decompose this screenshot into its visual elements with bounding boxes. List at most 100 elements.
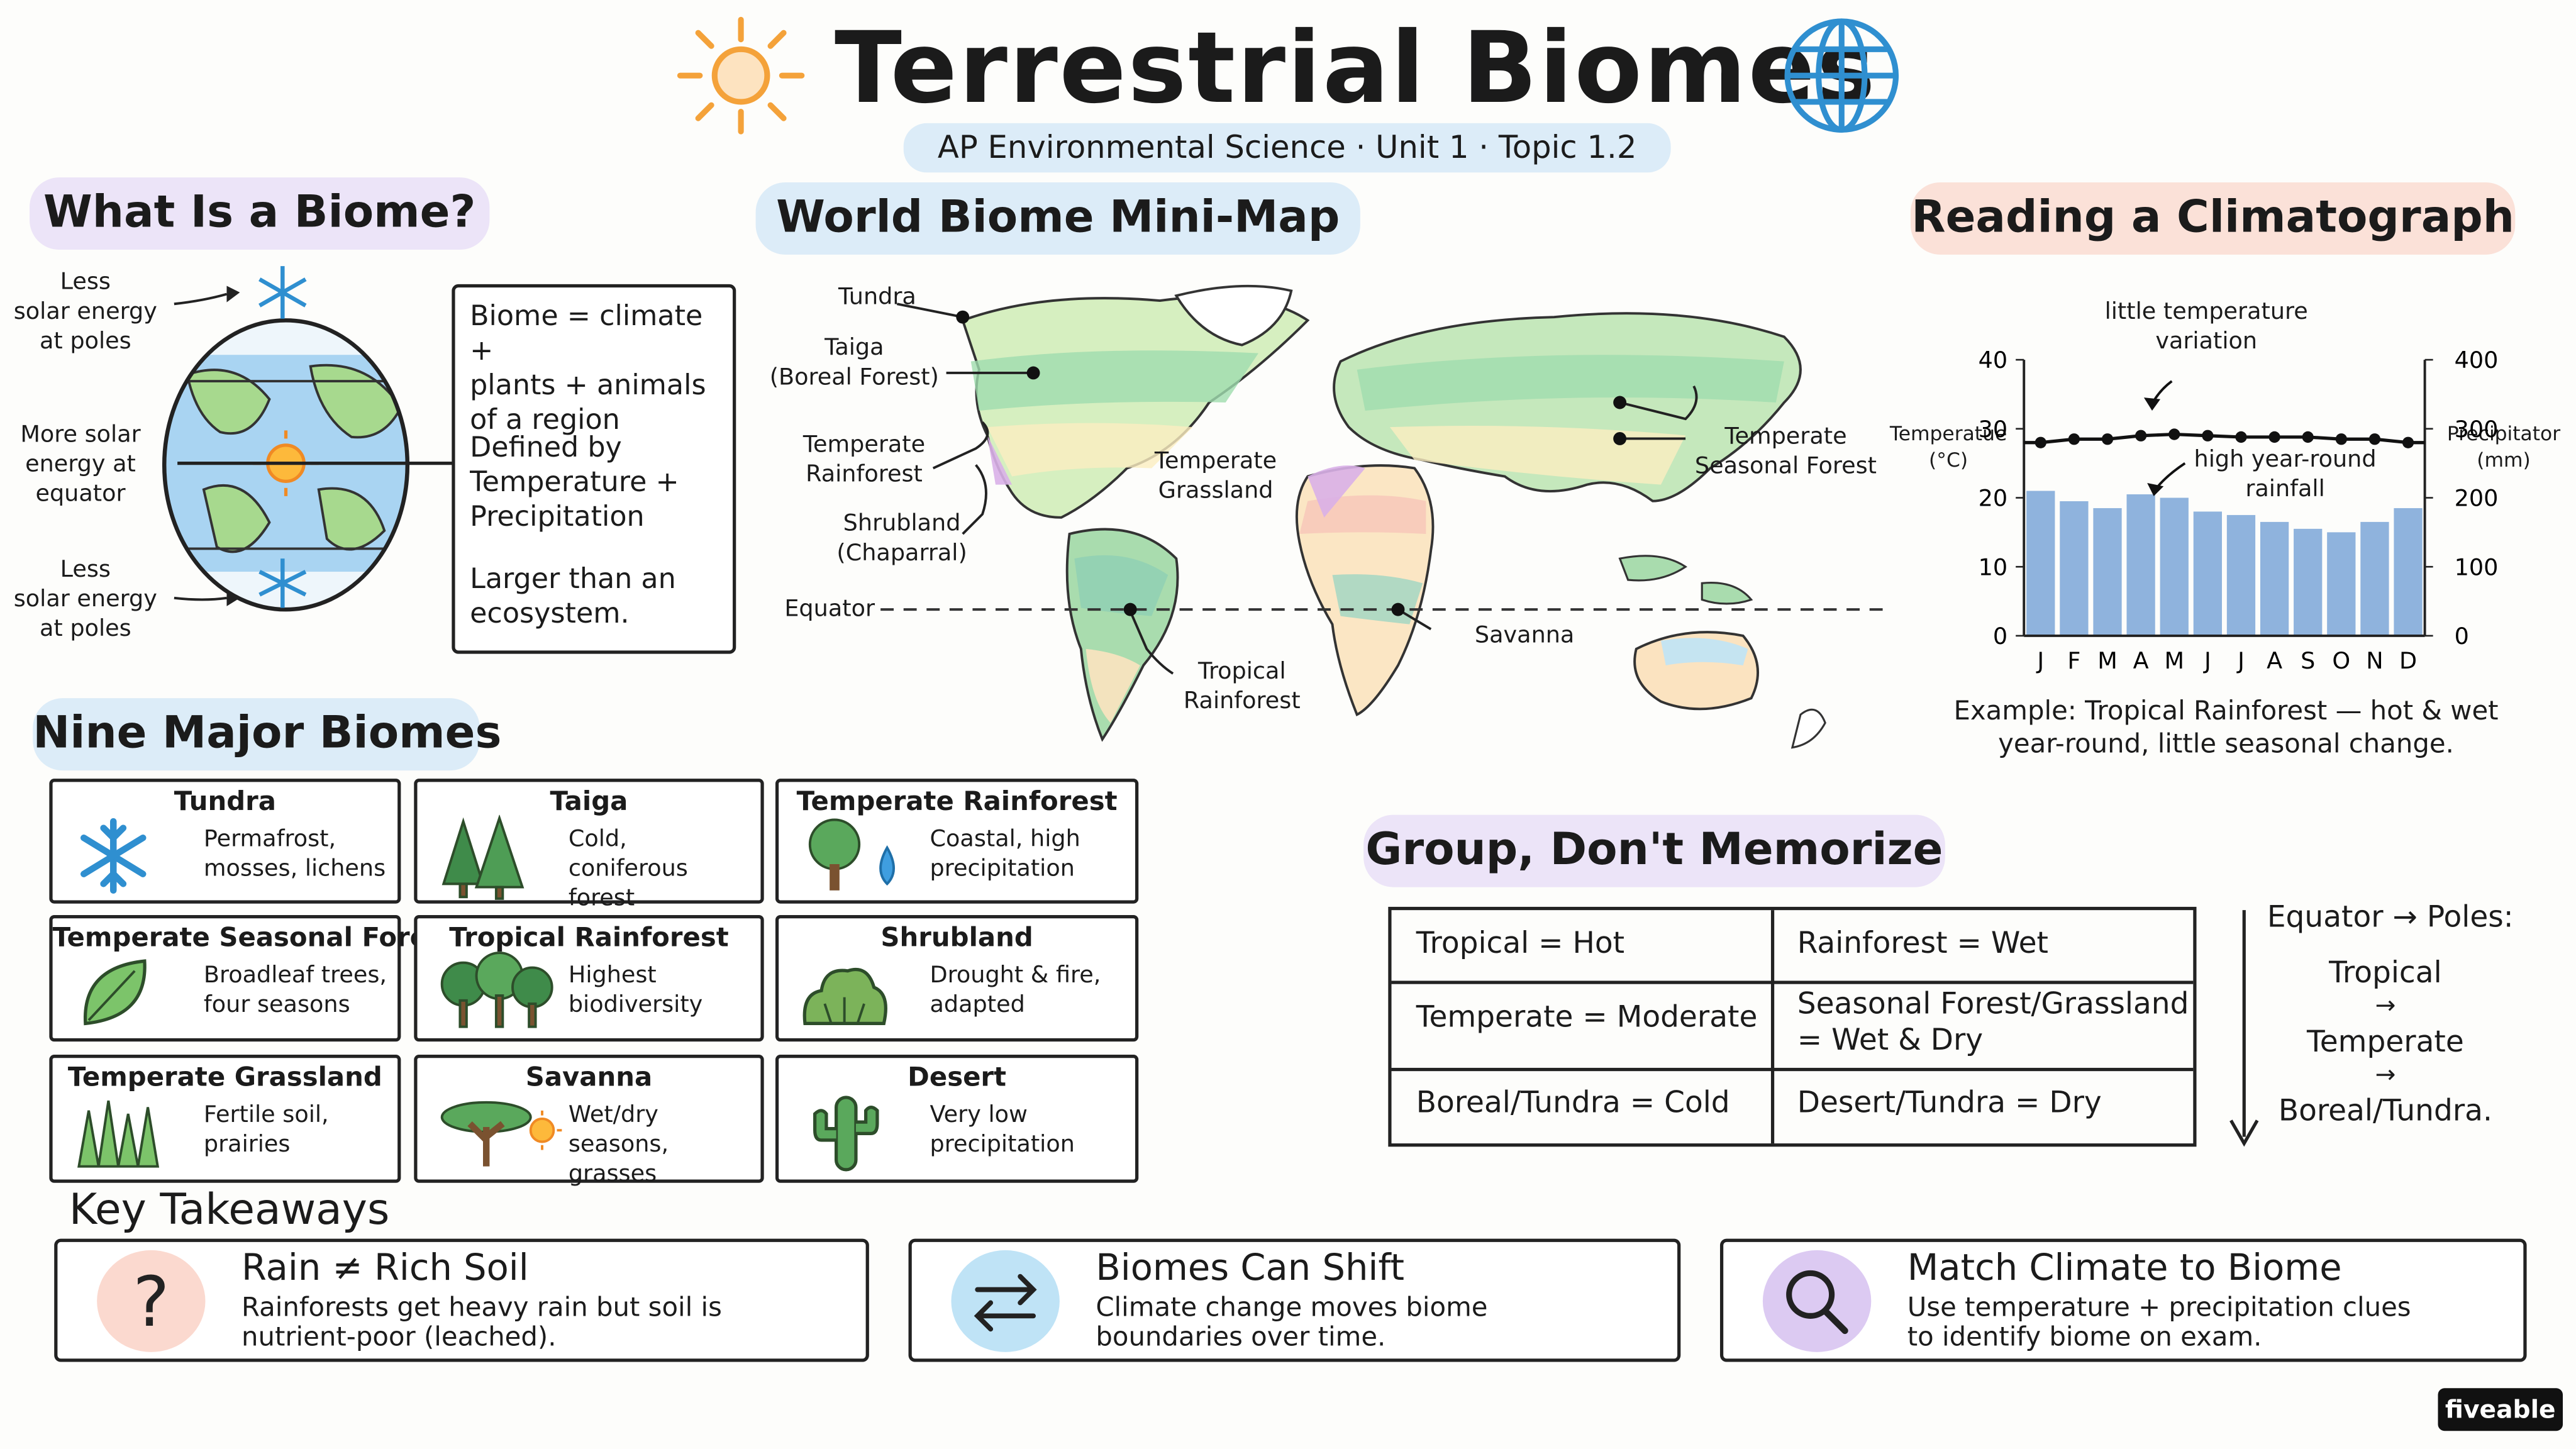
grass-icon — [77, 1100, 160, 1168]
definition-2: Defined by Temperature + Precipitation — [470, 432, 679, 534]
leaf-icon — [84, 959, 147, 1026]
temperature-point — [2302, 431, 2314, 443]
jungle-trees-icon — [440, 952, 553, 1028]
biome-card-desert: Desert Very low precipitation — [775, 1055, 1139, 1183]
y2-axis-label: Precipitator (mm) — [2446, 422, 2561, 472]
biome-card-taiga: Taiga Cold, coniferous forest — [414, 779, 764, 912]
month-label: J — [2036, 647, 2044, 674]
temperature-point — [2135, 430, 2147, 441]
annotation-temp: little temperature variation — [2104, 299, 2308, 355]
biome-card-shrubland: Shrubland Drought & fire, adapted — [775, 914, 1139, 1042]
takeaway-card-shift: Biomes Can Shift Climate change moves bi… — [908, 1238, 1681, 1362]
label-equator: More solar energy at equator — [20, 422, 141, 508]
cactus-icon — [813, 1096, 879, 1172]
nine-heading: Nine Major Biomes — [33, 698, 501, 771]
biome-card-temperate-seasonal-forest: Temperate Seasonal Forest Broadleaf tree… — [49, 914, 456, 1042]
biome-card-temperate-rainforest: Temperate Rainforest Coastal, high preci… — [775, 779, 1139, 904]
y2-tick-label: 300 — [2455, 416, 2499, 443]
y2-tick-label: 400 — [2455, 347, 2499, 374]
map-label-temperate-rainforest: Temperate Rainforest — [802, 432, 926, 488]
side-temperate: Temperate — [2307, 1025, 2464, 1060]
biome-card-desc: Wet/dry seasons, grasses — [568, 1102, 669, 1188]
takeaway-desc: Rainforests get heavy rain but soil is n… — [241, 1291, 722, 1352]
snowflake-bottom-icon — [258, 558, 307, 608]
group-table: Tropical = Hot Rainforest = Wet Temperat… — [1388, 906, 2197, 1147]
biome-card-desc: Fertile soil, prairies — [203, 1102, 329, 1158]
down-arrow-icon — [2229, 910, 2259, 1147]
precip-bar — [2226, 514, 2256, 636]
precip-bar — [2260, 521, 2289, 636]
y2-tick-label: 100 — [2455, 553, 2499, 580]
temperature-line — [2040, 432, 2409, 445]
temperature-point — [2268, 431, 2280, 443]
page-title: Terrestrial Biomes — [834, 11, 1877, 127]
definition-3: Larger than an ecosystem. — [470, 563, 676, 631]
biome-card-tundra: Tundra Permafrost, mosses, lichens — [49, 779, 401, 904]
takeaway-title: Match Climate to Biome — [1907, 1248, 2342, 1290]
month-label: S — [2301, 647, 2315, 674]
precip-bar — [2126, 494, 2155, 636]
precip-bar — [2093, 508, 2122, 636]
month-label: J — [2203, 647, 2211, 674]
map-label-tundra: Tundra — [838, 284, 916, 311]
definition-box: Biome = climate + plants + animals of a … — [452, 284, 736, 654]
precip-bar — [2360, 521, 2389, 636]
month-label: M — [2097, 647, 2118, 674]
what-is-heading: What Is a Biome? — [30, 177, 490, 250]
snowflake-top-icon — [258, 266, 307, 319]
map-label-tropical-rainforest: Tropical Rainforest — [1183, 658, 1301, 715]
side-arrow-1: → — [2375, 991, 2396, 1021]
tree-raindrop-icon — [808, 818, 895, 891]
takeaway-title: Biomes Can Shift — [1096, 1248, 1405, 1290]
map-label-temperate-seasonal-forest: Temperate Seasonal Forest — [1694, 423, 1877, 480]
y-axis-label: Temperatue (°C) — [1889, 422, 2007, 472]
biome-card-desc: Permafrost, mosses, lichens — [203, 826, 386, 882]
biome-card-savanna: Savanna Wet/dry seasons, grasses — [414, 1055, 764, 1188]
map-label-shrubland: Shrubland (Chaparral) — [836, 511, 967, 567]
biome-card-name: Tundra — [174, 785, 276, 817]
takeaway-title: Rain ≠ Rich Soil — [241, 1248, 529, 1290]
y-tick-label: 30 — [1979, 416, 2008, 443]
climatograph-caption: Example: Tropical Rainforest — hot & wet… — [1953, 694, 2499, 759]
month-label: A — [2133, 647, 2149, 674]
side-arrow-2: → — [2375, 1059, 2396, 1089]
subtitle: AP Environmental Science · Unit 1 · Topi… — [903, 123, 1671, 173]
group-row-1-left: Tropical = Hot — [1416, 926, 1625, 962]
takeaway-card-soil: ? Rain ≠ Rich Soil Rainforests get heavy… — [54, 1238, 869, 1362]
world-biome-map — [880, 284, 1883, 749]
month-label: M — [2164, 647, 2184, 674]
question-icon: ? — [133, 1262, 169, 1342]
globe-icon — [1784, 18, 1899, 133]
group-row-2-left: Temperate = Moderate — [1416, 1000, 1758, 1035]
map-heading: World Biome Mini-Map — [755, 182, 1360, 255]
biome-card-desc: Cold, coniferous forest — [568, 826, 688, 912]
month-label: O — [2332, 647, 2350, 674]
climatograph-heading: Reading a Climatograph — [1910, 182, 2516, 255]
y-tick-label: 40 — [1979, 347, 2008, 374]
biome-card-temperate-grassland: Temperate Grassland Fertile soil, prairi… — [49, 1055, 401, 1183]
map-label-equator: Equator — [784, 596, 875, 623]
temperature-point — [2335, 433, 2347, 445]
temperature-point — [2101, 433, 2114, 445]
magnifier-icon — [1786, 1270, 1848, 1335]
group-heading: Group, Don't Memorize — [1363, 814, 1945, 887]
biome-card-tropical-rainforest: Tropical Rainforest Highest biodiversity — [414, 914, 764, 1042]
swap-arrows-icon — [974, 1274, 1037, 1332]
annotation-arrowhead-temp — [2143, 397, 2161, 411]
precip-bar — [2294, 528, 2323, 636]
biome-card-name: Savanna — [525, 1061, 653, 1093]
temperature-point — [2368, 433, 2381, 445]
temperature-point — [2168, 428, 2180, 440]
biome-card-name: Temperate Rainforest — [796, 785, 1118, 817]
month-label: D — [2399, 647, 2417, 674]
biome-card-name: Desert — [908, 1061, 1007, 1093]
takeaway-card-match: Match Climate to Biome Use temperature +… — [1719, 1238, 2527, 1362]
precip-bar — [2193, 511, 2223, 636]
map-label-temperate-grassland: Temperate Grassland — [1154, 448, 1277, 504]
temperature-point — [2202, 430, 2214, 441]
fiveable-logo: fiveable — [2438, 1388, 2563, 1431]
temperature-point — [2235, 431, 2247, 443]
pine-trees-icon — [441, 814, 525, 900]
month-label: A — [2267, 647, 2282, 674]
